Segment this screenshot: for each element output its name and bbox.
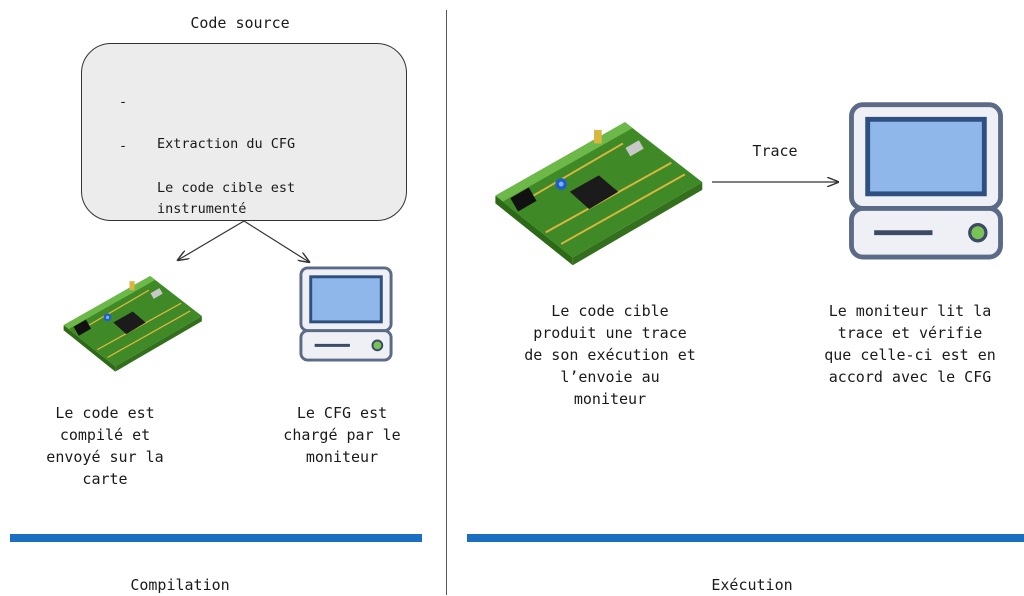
computer-monitor-icon bbox=[299, 266, 393, 362]
board-compile-caption: Le code est compilé et envoyé sur la car… bbox=[46, 404, 164, 488]
bullet-dash: - bbox=[119, 138, 128, 154]
execution-phase-bar bbox=[467, 534, 1024, 542]
source-code-box bbox=[81, 43, 407, 221]
compilation-phase-bar bbox=[10, 534, 422, 542]
monitor-verify-caption: Le moniteur lit la trace et vérifie que … bbox=[824, 302, 996, 386]
source-code-title: Code source bbox=[190, 14, 290, 32]
trace-arrow-label: Trace bbox=[752, 142, 798, 160]
bullet-dash: - bbox=[119, 94, 128, 110]
microcontroller-board-icon bbox=[62, 275, 203, 373]
monitor-load-caption: Le CFG est chargé par le moniteur bbox=[283, 404, 401, 466]
phase-divider bbox=[446, 10, 447, 595]
computer-monitor-icon bbox=[851, 105, 1000, 257]
execution-phase-label: Exécution bbox=[711, 576, 793, 594]
bullet-cfg-extraction: - Extraction du CFG bbox=[119, 92, 296, 155]
board-trace-caption: Le code cible produit une trace de son e… bbox=[524, 302, 696, 408]
compilation-phase-label: Compilation bbox=[130, 576, 230, 594]
bullet-text: Extraction du CFG bbox=[157, 136, 296, 152]
arrow-to-monitor bbox=[243, 220, 309, 262]
bullet-text: Le code cible est instrumenté bbox=[157, 180, 296, 217]
microcontroller-board-icon bbox=[494, 121, 704, 267]
arrow-to-board bbox=[178, 220, 245, 260]
bullet-instrumentation: - Le code cible est instrumenté bbox=[119, 136, 296, 220]
